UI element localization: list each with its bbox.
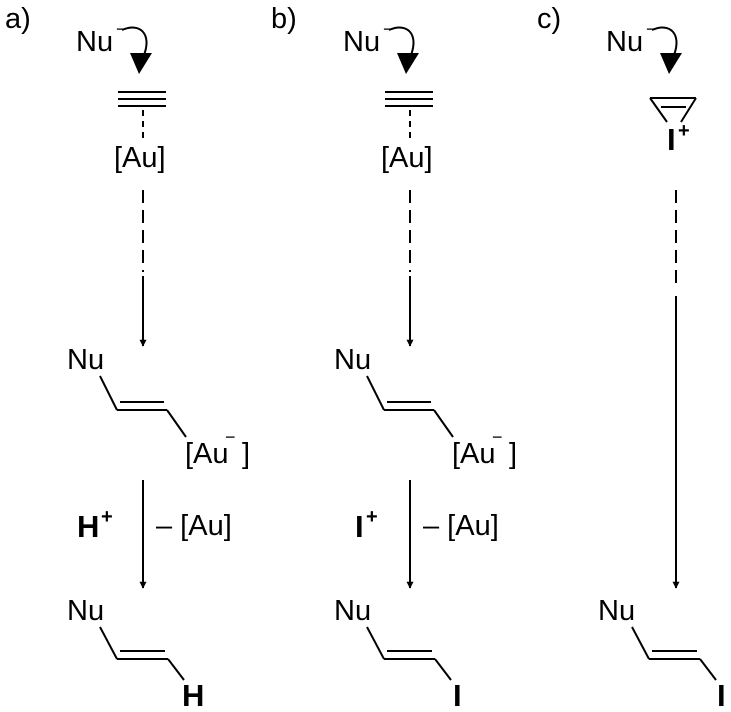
panel-b-gold: [Au] <box>381 142 433 174</box>
panel-c-label: c) <box>537 3 561 35</box>
panel-c-nucleophile: Nu <box>606 26 643 58</box>
panel-b-product-nu: Nu <box>334 595 371 627</box>
panel-c-iodonium-charge: + <box>678 120 690 142</box>
panel-c: c) Nu − I + Nu I <box>537 3 726 712</box>
panel-b-product-alkene <box>366 626 452 681</box>
panel-a-reagent: H <box>77 509 99 544</box>
panel-a-product-end: H <box>182 678 204 712</box>
panel-a-intermediate-gold-close: ] <box>242 438 250 470</box>
panel-b-label: b) <box>271 3 297 35</box>
panel-b-product-end: I <box>453 678 462 712</box>
panel-b-nucleophile-charge: − <box>383 19 394 39</box>
panel-b-reagent: I <box>355 509 364 544</box>
panel-a-alkyne <box>118 91 166 107</box>
panel-a-intermediate-nu: Nu <box>67 344 104 376</box>
panel-b-intermediate-nu: Nu <box>334 344 371 376</box>
panel-a-nucleophile: Nu <box>76 26 113 58</box>
panel-c-curly-arrow <box>651 26 678 56</box>
panel-c-iodonium: I <box>667 122 676 157</box>
panel-a-curly-arrow <box>121 26 148 56</box>
panel-c-product-nu: Nu <box>598 595 635 627</box>
panel-b-alkyne <box>385 91 433 107</box>
panel-a-condition: – [Au] <box>156 510 232 542</box>
panel-a-intermediate-gold: [Au <box>185 438 229 470</box>
panel-b: b) Nu − [Au] Nu [Au − ] I + – [Au] Nu <box>271 3 517 712</box>
panel-c-curly-arrowhead <box>660 53 682 74</box>
panel-a-reagent-charge: + <box>101 506 113 528</box>
panel-a-product-alkene <box>99 626 185 681</box>
panel-a-product-nu: Nu <box>67 595 104 627</box>
panel-a-label: a) <box>5 3 31 35</box>
panel-c-nucleophile-charge: − <box>646 19 657 39</box>
panel-b-reagent-charge: + <box>366 506 378 528</box>
panel-b-intermediate-gold-close: ] <box>509 438 517 470</box>
panel-c-product-end: I <box>717 678 726 712</box>
panel-a-intermediate-gold-charge: − <box>225 427 236 447</box>
panel-a-gold: [Au] <box>114 142 166 174</box>
panel-b-nucleophile: Nu <box>343 26 380 58</box>
panel-b-vinyl-gold <box>366 375 454 438</box>
panel-b-curly-arrow <box>388 26 415 56</box>
panel-c-product-alkene <box>631 626 717 681</box>
panel-a-curly-arrowhead <box>130 53 152 74</box>
panel-b-curly-arrowhead <box>397 53 419 74</box>
panel-b-intermediate-gold: [Au <box>452 438 496 470</box>
panel-c-iodonium-ring <box>649 97 697 123</box>
panel-a-nucleophile-charge: − <box>116 19 127 39</box>
panel-b-intermediate-gold-charge: − <box>492 427 503 447</box>
panel-b-condition: – [Au] <box>423 510 499 542</box>
panel-a-vinyl-gold <box>99 375 187 438</box>
panel-a: a) Nu − [Au] Nu [Au − ] H + – [Au] Nu <box>5 3 250 712</box>
